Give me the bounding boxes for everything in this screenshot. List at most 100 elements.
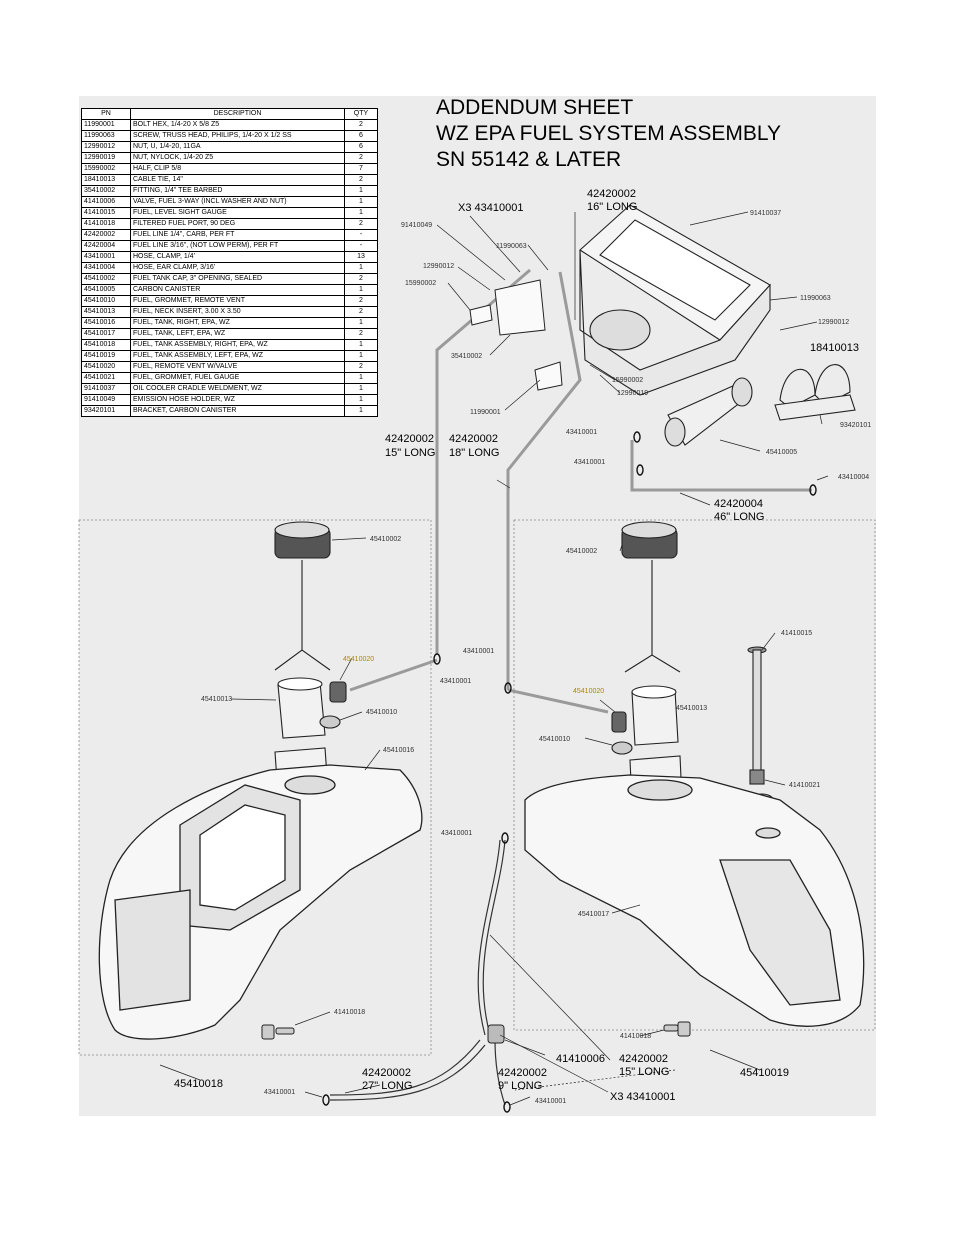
right-label-41410015: 41410015	[781, 630, 812, 637]
cell-description: HALF, CLIP 5/8	[130, 163, 345, 175]
left-fuel-port	[261, 1024, 295, 1040]
cell-description: FUEL, TANK, RIGHT, EPA, WZ	[130, 317, 345, 329]
fuel-line-16-len: 16" LONG	[587, 201, 637, 213]
cell-pn: 41410018	[81, 218, 131, 230]
cell-pn: 41410006	[81, 196, 131, 208]
label-18410013: 18410013	[810, 342, 859, 354]
fuel-line-9	[494, 1039, 506, 1106]
left-label-45410016: 45410016	[383, 747, 414, 754]
label-93420101: 93420101	[840, 422, 871, 429]
fuel-line-15a-len: 15" LONG	[385, 447, 435, 459]
x3-clamp-bottom-label: X3 43410001	[610, 1091, 675, 1103]
cell-pn: 15990002	[81, 163, 131, 175]
left-label-41410018: 41410018	[334, 1009, 365, 1016]
fuel-line-18-len: 18" LONG	[449, 447, 499, 459]
cell-qty: 1	[344, 207, 378, 219]
fuel-line-27-len: 27" LONG	[362, 1080, 412, 1092]
cell-description: FUEL, GROMMET, FUEL GAUGE	[130, 372, 345, 384]
cell-pn: 43410001	[81, 251, 131, 263]
cell-qty: 2	[344, 273, 378, 285]
header-pn: PN	[81, 108, 131, 120]
right-tank-group-box	[513, 519, 876, 1031]
cell-pn: 12990019	[81, 152, 131, 164]
right-label-45410010: 45410010	[539, 736, 570, 743]
cell-pn: 45410013	[81, 306, 131, 318]
label-15990002: 15990002	[405, 280, 436, 287]
cell-description: HOSE, CLAMP, 1/4'	[130, 251, 345, 263]
cell-qty: 2	[344, 361, 378, 373]
left-label-45410013: 45410013	[201, 696, 232, 703]
left-label-45410020: 45410020	[343, 656, 374, 663]
cell-pn: 41410015	[81, 207, 131, 219]
fuel-line-18	[506, 271, 582, 690]
bottom-label-43410001-a: 43410001	[264, 1089, 295, 1096]
cell-qty: 2	[344, 306, 378, 318]
cell-pn: 45410020	[81, 361, 131, 373]
callout-labels: X3 43410001 42420002 16" LONG 91410049 1…	[174, 188, 871, 1105]
right-label-45410013: 45410013	[676, 705, 707, 712]
label-43410001-c2: 43410001	[574, 459, 605, 466]
cell-description: HOSE, EAR CLAMP, 3/16'	[130, 262, 345, 274]
right-label-43410001: 43410001	[440, 678, 471, 685]
cell-description: NUT, U, 1/4-20, 11GA	[130, 141, 345, 153]
label-11990063-a: 11990063	[496, 243, 527, 250]
label-12990012-a: 12990012	[423, 263, 454, 270]
right-label-45410002: 45410002	[566, 548, 597, 555]
cell-description: FUEL LINE 3/16", (NOT LOW PERM), PER FT	[130, 240, 345, 252]
cell-pn: 45410010	[81, 295, 131, 307]
cell-pn: 42420004	[81, 240, 131, 252]
cell-description: FUEL, REMOTE VENT W/VALVE	[130, 361, 345, 373]
fuel-line-46-len: 46" LONG	[714, 511, 764, 523]
cell-pn: 12990012	[81, 141, 131, 153]
cell-description: SCREW, TRUSS HEAD, PHILIPS, 1/4-20 X 1/2…	[130, 130, 345, 142]
label-11990063-b: 11990063	[800, 295, 831, 302]
right-tank-parts	[611, 521, 774, 807]
cell-qty: 1	[344, 284, 378, 296]
emission-hose-holder	[469, 279, 563, 391]
right-label-45410020: 45410020	[573, 688, 604, 695]
left-fuel-tank	[98, 764, 423, 1040]
cell-description: NUT, NYLOCK, 1/4-20 Z5	[130, 152, 345, 164]
label-12990012-b: 12990012	[818, 319, 849, 326]
cell-pn: 45410021	[81, 372, 131, 384]
cell-description: CARBON CANISTER	[130, 284, 345, 296]
label-91410037: 91410037	[750, 210, 781, 217]
cell-description: OIL COOLER CRADLE WELDMENT, WZ	[130, 383, 345, 395]
cell-qty: 2	[344, 218, 378, 230]
cell-description: FUEL LINE 1/4", CARB, PER FT	[130, 229, 345, 241]
right-fuel-port	[663, 1021, 691, 1037]
cell-pn: 45410002	[81, 273, 131, 285]
cell-qty: 1	[344, 350, 378, 362]
cell-qty: 2	[344, 119, 378, 131]
right-label-43410001-b: 43410001	[441, 830, 472, 837]
left-label-45410010: 45410010	[366, 709, 397, 716]
cell-description: BOLT HEX, 1/4-20 X 5/8 Z5	[130, 119, 345, 131]
cell-description: FUEL, TANK ASSEMBLY, RIGHT, EPA, WZ	[130, 339, 345, 351]
cell-pn: 18410013	[81, 174, 131, 186]
cell-qty: 1	[344, 372, 378, 384]
cell-qty: 1	[344, 262, 378, 274]
cell-pn: 43410004	[81, 262, 131, 274]
label-11990001: 11990001	[470, 409, 501, 416]
right-label-41410021: 41410021	[789, 782, 820, 789]
cell-pn: 11990063	[81, 130, 131, 142]
cell-qty: 2	[344, 152, 378, 164]
fuel-line-left-vent	[349, 658, 438, 692]
cell-qty: 2	[344, 295, 378, 307]
cell-qty: 1	[344, 405, 378, 417]
cell-pn: 45410016	[81, 317, 131, 329]
